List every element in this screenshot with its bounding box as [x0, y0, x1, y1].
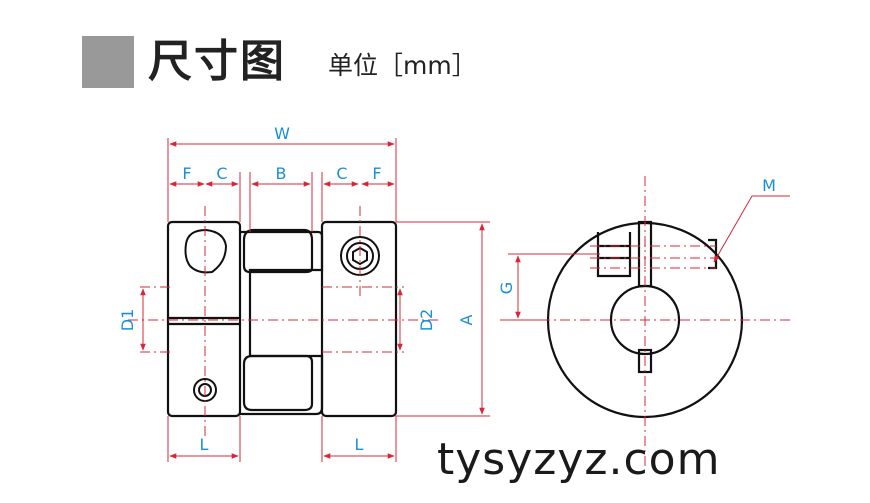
front-centerlines [128, 206, 440, 436]
front-view [166, 220, 398, 418]
label-B: B [276, 164, 287, 183]
page-title: 尺寸图 [148, 36, 286, 87]
dimension-labels: W F C B C F D1 D2 A L L G M [118, 124, 776, 454]
label-G: G [497, 282, 516, 294]
label-C-left: C [216, 164, 227, 183]
lower-tongue [242, 354, 314, 412]
label-F-right: F [372, 164, 381, 183]
label-M: M [762, 176, 776, 195]
unit-label: 单位［mm］ [328, 51, 477, 80]
label-L-right: L [355, 435, 364, 454]
side-centerlines [500, 176, 790, 470]
dimension-lines [140, 141, 485, 459]
label-W: W [274, 124, 290, 143]
label-F-left: F [182, 164, 191, 183]
label-D1: D1 [118, 309, 137, 332]
label-D2: D2 [417, 309, 436, 332]
extension-lines [167, 138, 490, 462]
label-A: A [457, 314, 476, 325]
center-slider-outline [240, 230, 324, 416]
header-square-marker [82, 36, 134, 88]
watermark-text: tysyzyz.com [437, 434, 721, 485]
label-L-left: L [200, 435, 209, 454]
right-hub-outline [320, 220, 398, 418]
label-C-right: C [336, 164, 347, 183]
screw-head-icon [184, 228, 228, 274]
upper-tongue [242, 228, 314, 274]
side-view-screw-pocket [596, 232, 632, 278]
side-dimension-lines [508, 195, 790, 321]
